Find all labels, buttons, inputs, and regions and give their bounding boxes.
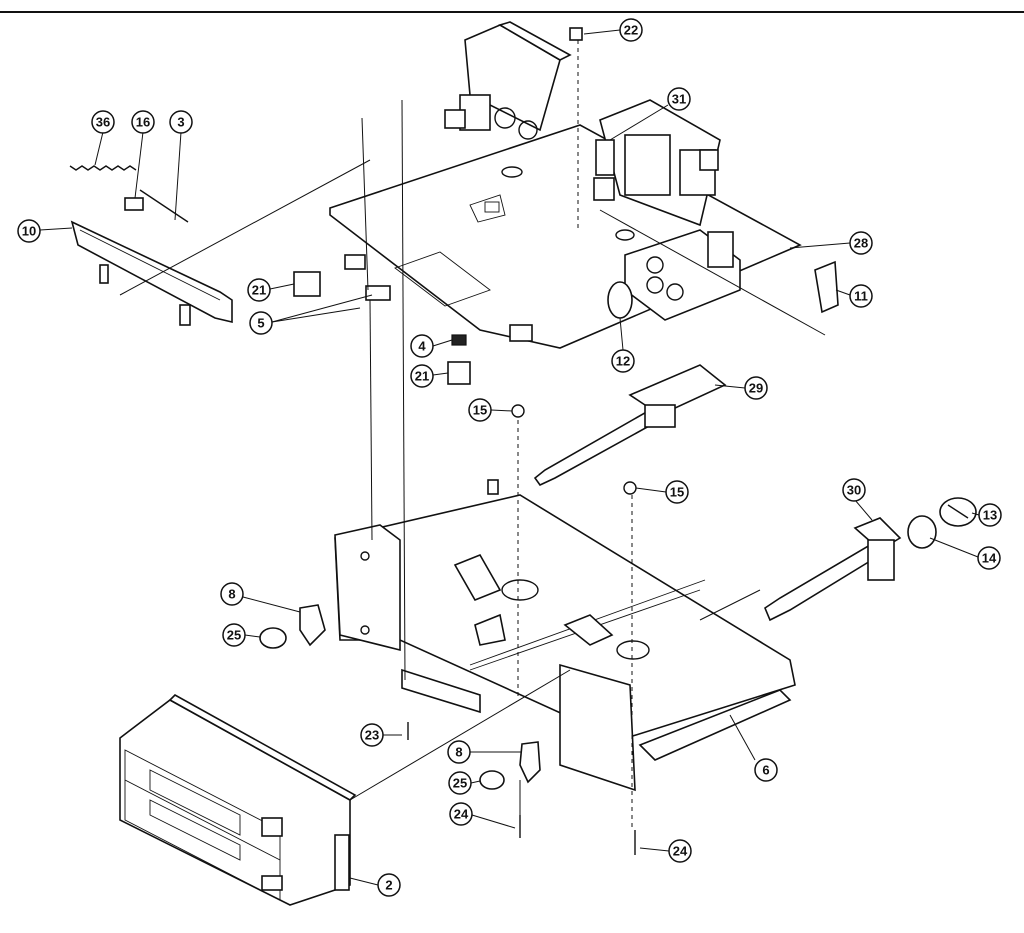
callout-label: 29 (749, 381, 763, 396)
callout-31: 31 (609, 87, 691, 141)
callout-36: 36 (91, 110, 115, 166)
callout-24-left: 24 (449, 802, 516, 829)
callout-13: 13 (971, 503, 1002, 527)
callout-6: 6 (729, 714, 778, 782)
side-bracket (69, 165, 233, 326)
callout-bubbles: 36 16 3 10 22 31 28 21 5 11 4 21 12 29 1… (17, 18, 1002, 897)
callout-label: 30 (847, 483, 861, 498)
callout-12: 12 (611, 317, 635, 373)
callout-label: 31 (672, 92, 686, 107)
callout-label: 2 (385, 878, 392, 893)
callout-21-bottom: 21 (410, 364, 449, 388)
callout-label: 24 (454, 807, 469, 822)
callout-15-lower: 15 (635, 480, 689, 504)
callout-3: 3 (169, 110, 193, 221)
callout-14: 14 (929, 537, 1001, 570)
callout-15-upper: 15 (468, 398, 513, 422)
small-parts (259, 27, 839, 855)
callout-label: 3 (177, 115, 184, 130)
callout-25-right: 25 (448, 771, 481, 795)
guide-lines (119, 40, 826, 830)
callout-22: 22 (583, 18, 643, 42)
callout-label: 22 (624, 23, 638, 38)
callout-21-top: 21 (247, 278, 295, 302)
callout-label: 21 (252, 283, 266, 298)
callout-label: 23 (365, 728, 379, 743)
callout-label: 15 (473, 403, 487, 418)
callout-label: 4 (418, 339, 426, 354)
callout-label: 36 (96, 115, 110, 130)
callout-25-left: 25 (222, 623, 261, 647)
callout-label: 16 (136, 115, 150, 130)
callout-29: 29 (714, 376, 768, 400)
chassis-frame (334, 494, 796, 792)
callout-label: 8 (228, 587, 235, 602)
callout-23: 23 (360, 723, 402, 747)
callout-label: 12 (616, 354, 630, 369)
callout-11: 11 (835, 284, 873, 308)
shaft-assemblies (533, 364, 977, 622)
callout-30: 30 (842, 478, 873, 521)
callout-8-right: 8 (447, 740, 522, 764)
callout-label: 8 (455, 745, 462, 760)
callout-label: 25 (453, 776, 467, 791)
callout-8-left: 8 (220, 582, 301, 613)
callout-label: 21 (415, 369, 429, 384)
callout-label: 6 (762, 763, 769, 778)
callout-label: 25 (227, 628, 241, 643)
callout-label: 5 (257, 316, 264, 331)
callout-label: 24 (673, 844, 688, 859)
front-panel (119, 694, 357, 906)
callout-label: 10 (22, 224, 36, 239)
callout-5: 5 (249, 294, 373, 335)
callout-10: 10 (17, 219, 73, 243)
callout-4: 4 (410, 334, 453, 358)
callout-label: 11 (854, 289, 868, 304)
callout-28: 28 (789, 231, 873, 255)
circuit-board-assembly (329, 21, 802, 349)
callout-label: 13 (983, 508, 997, 523)
callout-24-right: 24 (639, 839, 692, 863)
callout-2: 2 (349, 873, 401, 897)
callout-label: 28 (854, 236, 868, 251)
callout-16: 16 (131, 110, 155, 199)
callout-label: 15 (670, 485, 684, 500)
callout-label: 14 (982, 551, 997, 566)
